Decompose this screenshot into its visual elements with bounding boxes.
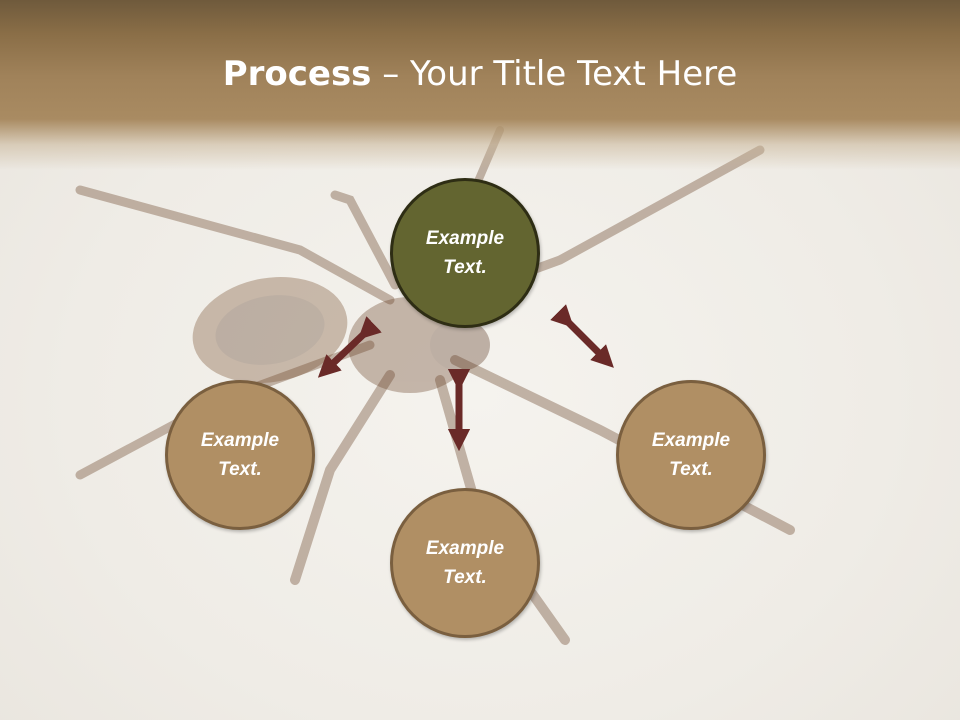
arrow-center-left	[317, 316, 382, 378]
node-center-line1: Example	[425, 228, 505, 249]
arrow-center-right	[550, 304, 614, 368]
node-bottom-line2: Text.	[443, 567, 487, 588]
node-center-line2: Text.	[443, 257, 487, 278]
title-bar	[0, 0, 960, 170]
node-right-line2: Text.	[669, 459, 713, 480]
slide-title: Process – Your Title Text Here	[0, 52, 960, 96]
node-bottom-line1: Example	[425, 538, 505, 559]
node-left-line1: Example	[200, 430, 280, 451]
node-left-line2: Text.	[218, 459, 262, 480]
title-bold: Process	[222, 54, 372, 94]
title-rest: – Your Title Text Here	[371, 54, 738, 94]
node-right-line1: Example	[651, 430, 731, 451]
